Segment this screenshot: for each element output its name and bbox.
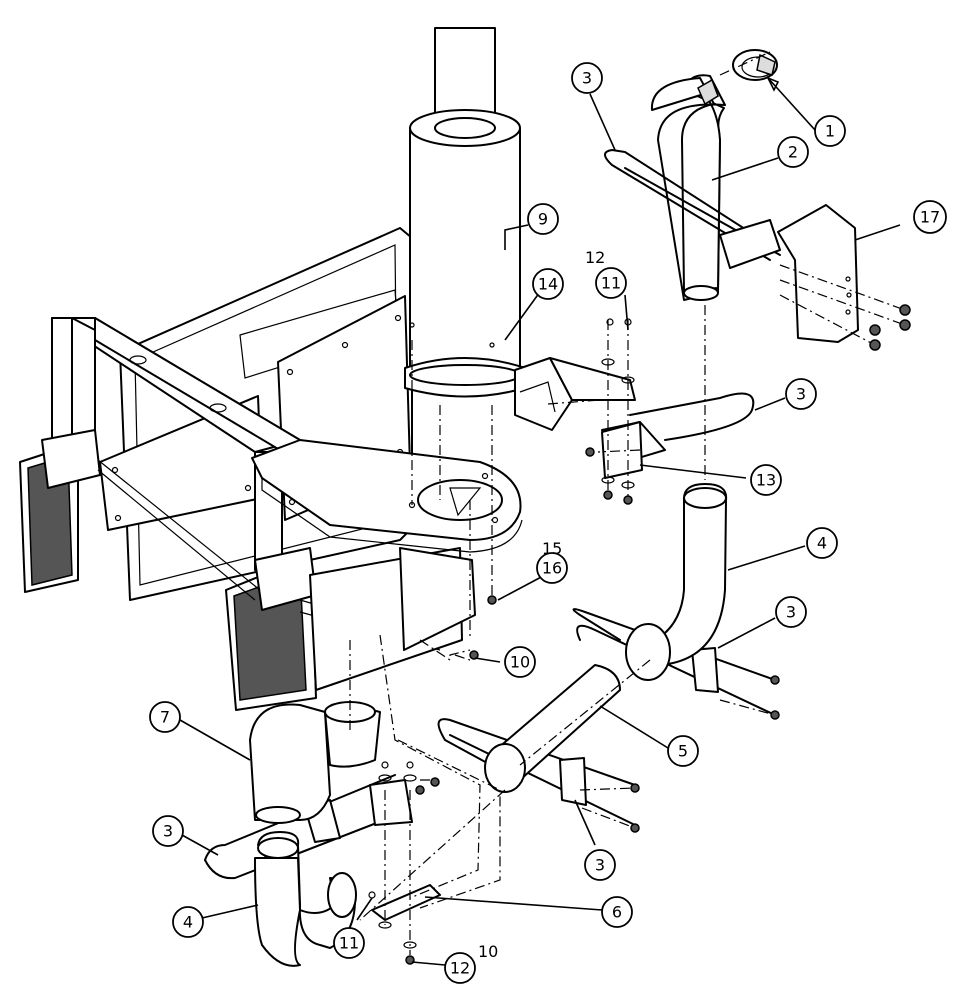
callout-13-label: 13 [756,471,776,490]
callout-14: 14 [532,268,564,300]
upper-elbow-pipe [650,74,726,301]
pipe-elbow-lower [254,831,357,967]
centerlines [349,51,906,955]
callout-3-label: 3 [786,603,796,622]
callout-4-label: 4 [183,913,193,932]
callout-9: 9 [527,203,559,235]
callout-3-label: 3 [163,822,173,841]
callout-10: 10 [504,646,536,678]
mount-plate [251,439,523,651]
u-bolt-middle [437,718,636,826]
callout-7-label: 7 [160,708,170,727]
callout-11: 11 [595,267,627,299]
callout-9-label: 9 [538,210,548,229]
callout-5-label: 5 [678,742,688,761]
clamp [732,49,778,81]
pipe-elbow-right [625,483,728,681]
callout-4: 4 [172,906,204,938]
callout-7: 7 [149,701,181,733]
callout-3-label: 3 [595,856,605,875]
callout-4-label: 4 [817,534,827,553]
callout-10-text: 10 [478,942,498,961]
callout-12-text: 12 [585,248,605,267]
callout-5: 5 [667,735,699,767]
callout-3: 3 [785,378,817,410]
callout-6-label: 6 [612,903,622,922]
mount-bracket-17 [777,204,859,343]
callout-4: 4 [806,527,838,559]
callout-2-label: 2 [788,143,798,162]
callout-13: 13 [750,464,782,496]
callout-3: 3 [152,815,184,847]
callout-14-label: 14 [538,275,558,294]
bracket-13 [601,421,643,479]
callout-3-label: 3 [582,69,592,88]
callout-11: 11 [333,927,365,959]
callout-16-label: 16 [542,559,562,578]
callout-3-label: 3 [796,385,806,404]
callout-6: 6 [601,896,633,928]
muffler [404,27,526,398]
callout-11-label: 11 [601,274,621,293]
callout-2: 2 [777,136,809,168]
callout-1: 1 [814,115,846,147]
callout-12-label: 12 [450,959,470,978]
callout-3: 3 [584,849,616,881]
stack-bracket [514,357,636,431]
callout-3: 3 [571,62,603,94]
straight-pipe [484,664,621,793]
callout-16: 16 [536,552,568,584]
callout-11-label: 11 [339,934,359,953]
callout-1-label: 1 [825,122,835,141]
fasteners [368,304,911,965]
leader-lines [179,76,901,966]
callout-10-label: 10 [510,653,530,672]
u-bolt-lower-right [572,608,776,716]
s-bend-pipe [249,701,381,824]
bracket-6 [369,779,441,921]
callout-12: 12 [444,952,476,984]
callout-3: 3 [775,596,807,628]
callout-17: 17 [913,200,947,234]
callout-17-label: 17 [920,208,940,227]
frame-structure [19,227,463,711]
u-bolt-upper [604,149,781,269]
